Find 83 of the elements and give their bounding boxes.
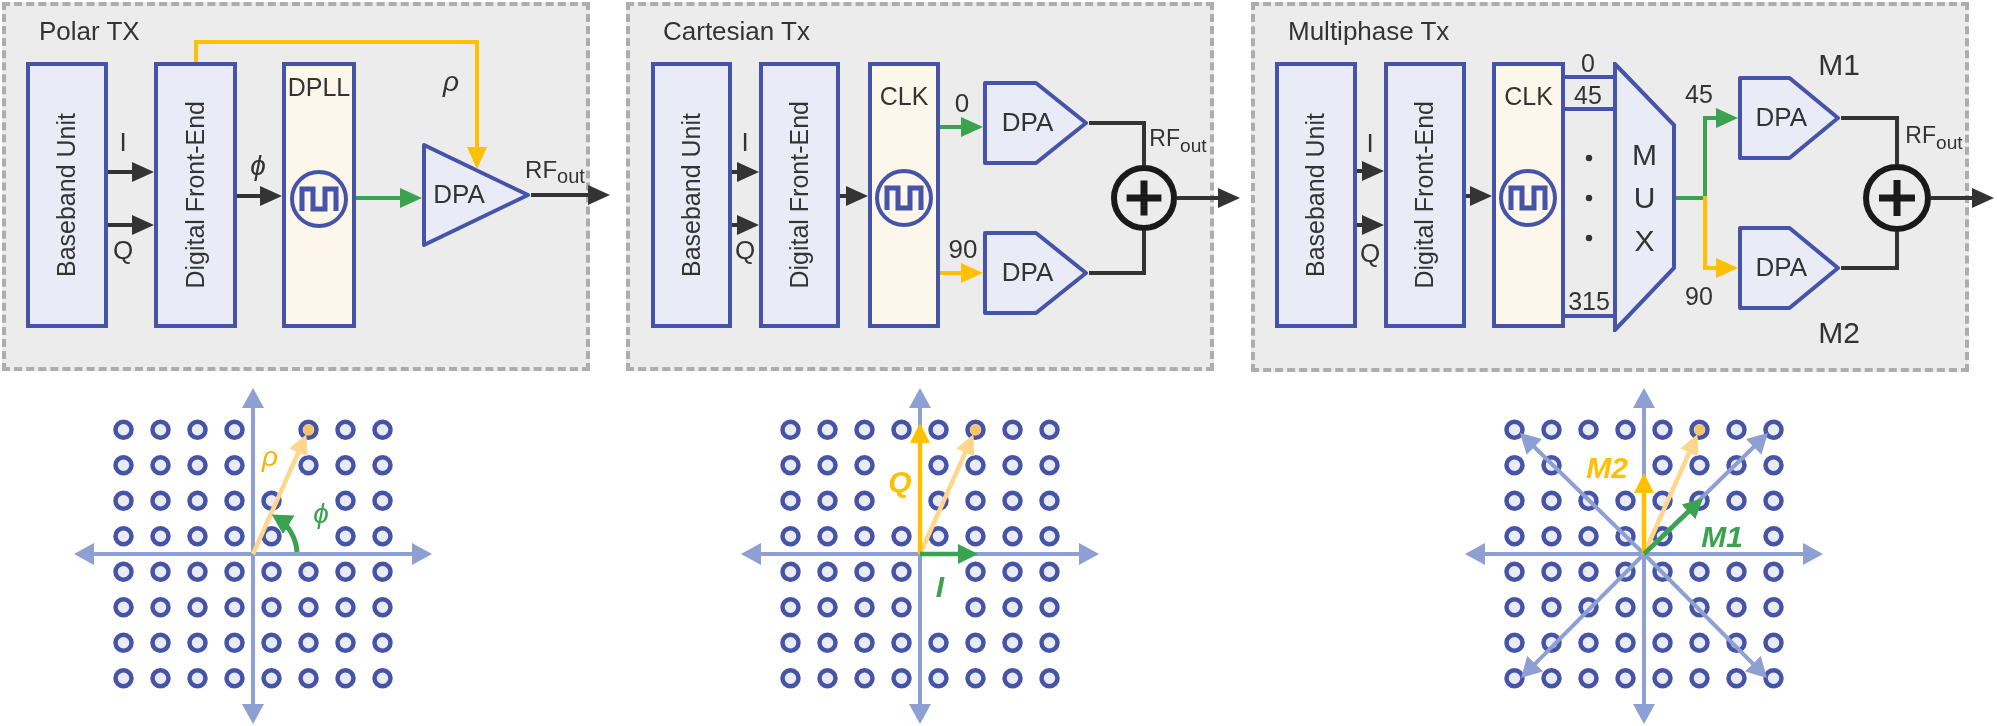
edge-label: Q: [734, 237, 756, 265]
arrow: [840, 186, 868, 206]
block-label: Baseband Unit: [53, 113, 81, 277]
arrow: [940, 263, 983, 283]
amplifier-block: [1738, 76, 1841, 160]
block-label: M U X: [1631, 136, 1658, 259]
signal-label: M1: [1818, 49, 1860, 81]
block-label: CLK: [1504, 83, 1553, 111]
edge-label: 45: [1574, 81, 1602, 109]
vector-label: M1: [1701, 521, 1743, 553]
vector-label: I: [935, 571, 945, 603]
edge-label: I: [1366, 130, 1374, 158]
block-box: [759, 62, 840, 328]
arrow: [732, 162, 759, 182]
block-box: [1492, 62, 1565, 328]
block-label: CLK: [879, 83, 929, 111]
summing-junction: [1863, 164, 1931, 232]
arrow: [940, 117, 983, 137]
connector-line: [1089, 121, 1146, 165]
signal-label: M2: [1818, 317, 1860, 349]
block-label: DPA: [1001, 259, 1054, 287]
arrow: [237, 186, 282, 206]
connector-line: [1565, 314, 1613, 318]
block-box: [1275, 62, 1357, 328]
edge-label: 45: [1685, 80, 1713, 108]
block-box: [1384, 62, 1466, 328]
arrow: [194, 40, 487, 169]
summing-junction: [1111, 165, 1177, 231]
block-label: Digital Front-End: [785, 101, 814, 289]
edge-label: ρ: [443, 67, 459, 97]
panel-title: Cartesian Tx: [663, 17, 810, 46]
edge-label: I: [741, 129, 749, 157]
panel-title: Polar TX: [39, 17, 140, 46]
connector-line: [1841, 116, 1899, 164]
panel-title: Multiphase Tx: [1288, 17, 1450, 46]
amplifier-block: [1738, 226, 1841, 310]
edge-label: RF$_{out}$: [525, 156, 585, 188]
vector-label: Q: [888, 466, 912, 498]
edge-label: ϕ: [250, 151, 266, 181]
vector-label: M2: [1586, 452, 1628, 484]
block-box: [651, 62, 732, 328]
block-label: DPA: [1001, 109, 1054, 137]
block-box: [154, 62, 237, 328]
connector-line: [1841, 232, 1899, 270]
arrow: [1931, 188, 1994, 208]
multiplexer-block: [1613, 62, 1676, 332]
connector-line: [1089, 231, 1146, 275]
vector-label: ϕ: [313, 499, 329, 529]
block-box: [868, 62, 940, 328]
vector-label: ρ: [262, 442, 278, 472]
signal-label: RF$_{out}$: [1905, 123, 1963, 153]
amplifier-block: [983, 81, 1089, 165]
arrow: [1357, 161, 1384, 181]
block-label: DPA: [1755, 104, 1807, 132]
arrow: [1177, 188, 1240, 208]
connector-line: [1565, 107, 1613, 111]
block-label: DPA: [433, 181, 485, 209]
panel: [626, 2, 1214, 371]
block-label: DPLL: [287, 74, 351, 102]
edge-label: 0: [1581, 49, 1595, 77]
arrow: [1357, 215, 1384, 235]
arrow: [732, 215, 759, 235]
amplifier-block: [983, 231, 1089, 315]
block-label: Baseband Unit: [677, 113, 706, 277]
panel: [2, 2, 590, 371]
block-label: Baseband Unit: [1302, 113, 1330, 277]
panel: [1251, 2, 1969, 372]
block-box: [26, 62, 108, 328]
arrow: [356, 188, 422, 208]
edge-label: 90: [948, 236, 978, 264]
block-label: Digital Front-End: [181, 101, 210, 289]
edge-label: Q: [1359, 240, 1381, 268]
edge-label: 315: [1568, 287, 1610, 315]
arrow: [531, 185, 610, 205]
arrow: [108, 215, 154, 235]
block-label: DPA: [1755, 254, 1807, 282]
edge-label: 0: [954, 90, 970, 118]
connector-line: [1565, 75, 1613, 79]
signal-label: RF$_{out}$: [1149, 126, 1207, 156]
arrow: [1466, 186, 1492, 206]
edge-label: Q: [112, 237, 134, 265]
block-label: Digital Front-End: [1411, 101, 1439, 289]
block-box: [282, 62, 356, 328]
